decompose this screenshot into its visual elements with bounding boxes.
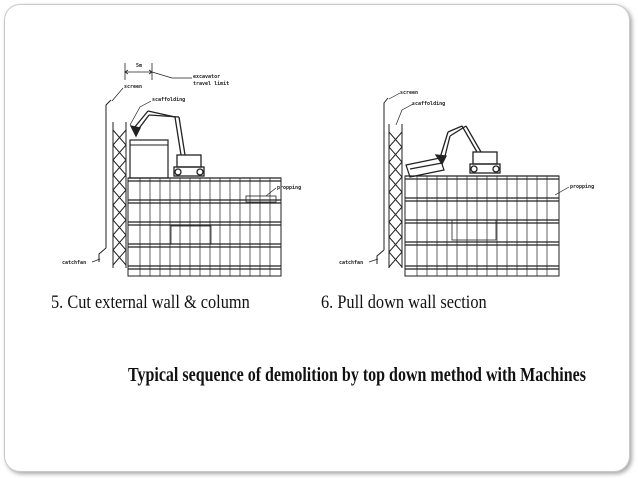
panel-1-screen <box>105 99 112 248</box>
panel-2-propping-label: propping <box>570 184 594 190</box>
panel-1-propping <box>139 178 271 276</box>
panel-2-catchfan-label: catchfan <box>339 260 363 266</box>
panel-2-scaffolding <box>388 124 403 268</box>
panel-2-wall-section <box>405 157 445 178</box>
panel-1-drawing <box>91 63 282 277</box>
panel-2-scaffolding-label: scaffolding <box>412 101 445 107</box>
panel-1-caption: 5. Cut external wall & column <box>51 292 250 313</box>
panel-2-building <box>404 175 560 277</box>
panel-1-propping-label: propping <box>277 185 301 191</box>
panel-2-propping <box>416 176 548 276</box>
panel-1-excavator <box>129 110 205 177</box>
panel-2-caption: 6. Pull down wall section <box>321 292 487 313</box>
panel-2-catchfan <box>376 249 385 264</box>
panel-1-scaffolding <box>112 122 127 268</box>
panel-1-floor-slabs <box>128 177 281 270</box>
slide-title: Typical sequence of demolition by top do… <box>128 364 586 386</box>
panel-1-catchfan <box>98 247 107 262</box>
panel-1-excavator-label: excavator <box>193 74 220 80</box>
panel-2-screen <box>383 97 389 250</box>
panel-2-excavator <box>434 125 501 174</box>
panel-1-scaffolding-label: scaffolding <box>152 97 185 103</box>
slide-frame <box>4 4 630 472</box>
panel-1-dimension <box>124 63 192 80</box>
panel-2-drawing <box>368 92 570 277</box>
panel-1-travel-limit-label: travel limit <box>193 81 229 87</box>
panel-2-floor-slabs <box>405 175 559 270</box>
panel-1-screen-label: screen <box>124 84 142 90</box>
panel-2-screen-label: screen <box>400 90 418 96</box>
panel-1-dimension-label: 5m <box>136 63 142 69</box>
panel-1-catchfan-label: catchfan <box>62 260 86 266</box>
panel-1-building <box>127 177 282 277</box>
